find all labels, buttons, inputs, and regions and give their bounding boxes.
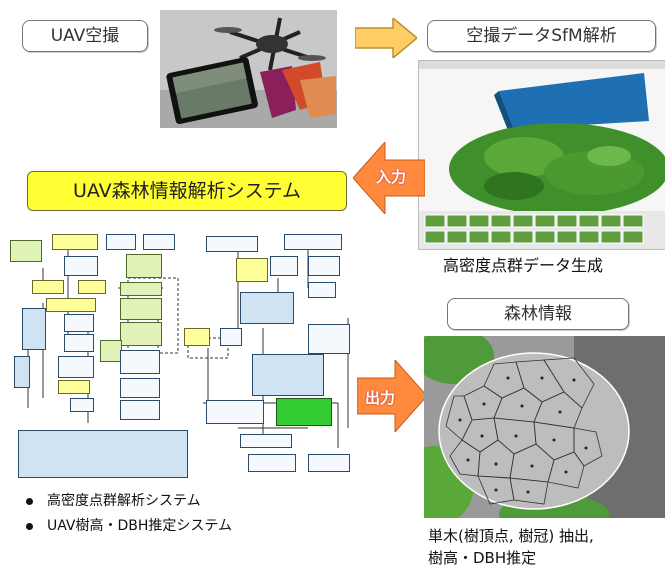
extraction-caption-line1: 単木(樹頂点, 樹冠) 抽出, (428, 527, 594, 545)
right-arrow-icon (355, 18, 417, 58)
uav-capture-label: UAV空撮 (22, 20, 148, 52)
sfm-analysis-label: 空撮データSfM解析 (427, 20, 656, 52)
output-arrow-icon (357, 360, 427, 432)
drone-tablet-photo (160, 10, 337, 128)
point-cloud-render (419, 61, 665, 249)
bullet-text: 高密度点群解析システム (47, 493, 201, 509)
system-flowchart (8, 228, 363, 480)
extraction-caption-line2: 樹高・DBH推定 (428, 549, 537, 567)
bullet-dot (26, 497, 33, 505)
bullet-dot (26, 522, 33, 530)
bullet-point-cloud-system: 高密度点群解析システム (26, 490, 201, 510)
crown-polygons (424, 336, 665, 518)
bullet-text: UAV樹高・DBH推定システム (47, 518, 232, 534)
output-arrow-label: 出力 (365, 389, 396, 407)
point-cloud-caption: 高密度点群データ生成 (443, 256, 604, 275)
crown-segmentation-image (424, 336, 665, 518)
sfm-screenshot (418, 60, 665, 250)
system-title: UAV森林情報解析システム (27, 171, 347, 211)
bullet-height-dbh-system: UAV樹高・DBH推定システム (26, 515, 232, 535)
input-arrow-label: 入力 (376, 168, 407, 186)
input-arrow-icon (353, 142, 425, 214)
drone-photo-illustration (160, 10, 337, 128)
forest-info-label: 森林情報 (447, 298, 629, 330)
